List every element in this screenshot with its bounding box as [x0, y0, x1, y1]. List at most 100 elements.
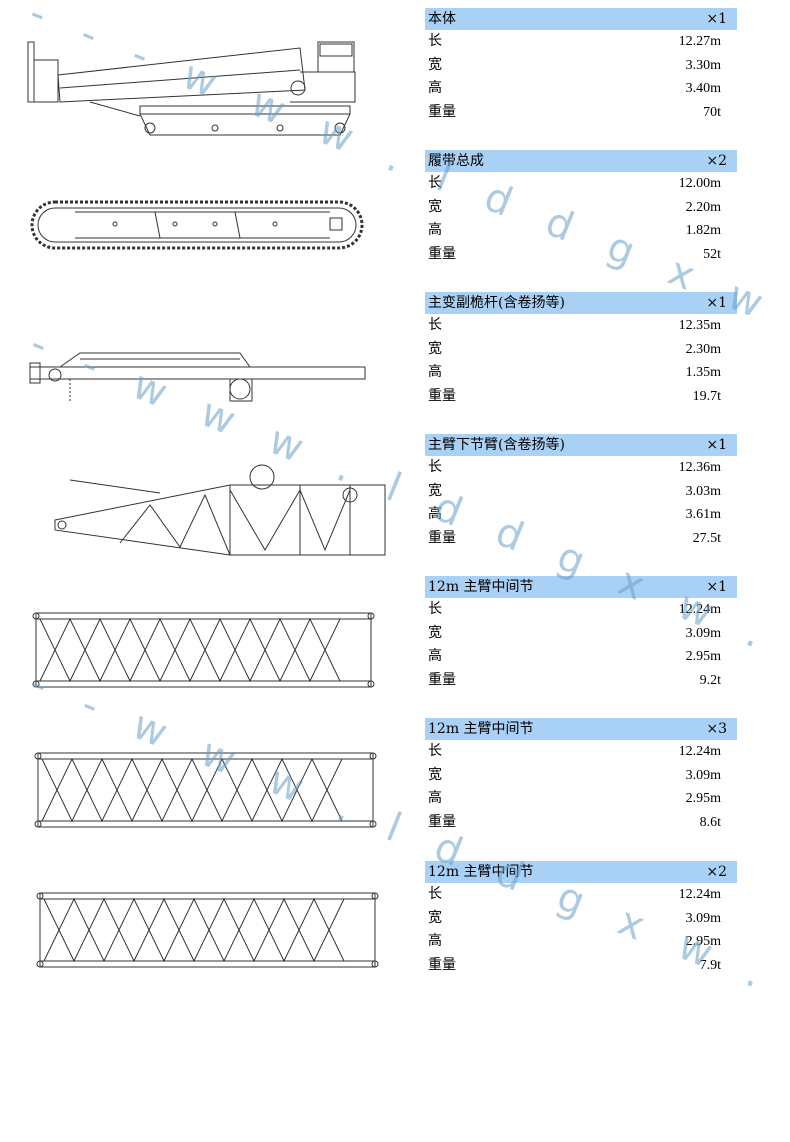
component-qty: ×1 — [706, 437, 727, 453]
component-name: 履带总成 — [428, 153, 484, 169]
spec-label: 重量 — [428, 529, 456, 546]
spec-value: 12.24m — [678, 887, 721, 902]
component-name: 主变副桅杆(含卷扬等) — [428, 295, 565, 311]
spec-label: 重量 — [428, 245, 456, 262]
spec-value: 52t — [703, 246, 721, 262]
spec-value: 2.95m — [685, 791, 721, 807]
spec-value: 12.36m — [678, 460, 721, 475]
spec-row: 高 1.35m — [425, 361, 737, 385]
spec-label: 重量 — [428, 813, 456, 830]
spec-value: 2.95m — [685, 649, 721, 665]
boom-insert-drawing — [0, 885, 410, 970]
spec-label: 长 — [428, 886, 442, 902]
spec-value: 8.6t — [699, 814, 721, 830]
spec-row: 长 12.24m — [425, 598, 737, 622]
spec-value: 3.03m — [685, 483, 721, 499]
spec-header: 12m 主臂中间节×1 — [425, 576, 737, 598]
component-qty: ×2 — [706, 153, 727, 169]
component-qty: ×1 — [706, 579, 727, 595]
spec-value: 3.09m — [685, 910, 721, 926]
spec-label: 宽 — [428, 624, 442, 641]
spec-header: 12m 主臂中间节×2 — [425, 861, 737, 883]
spec-label: 长 — [428, 317, 442, 333]
spec-value: 1.35m — [685, 365, 721, 381]
spec-value: 12.35m — [678, 318, 721, 333]
spec-value: 12.00m — [678, 176, 721, 191]
component-qty: ×1 — [706, 295, 727, 311]
spec-label: 高 — [428, 790, 442, 807]
spec-row: 高 3.61m — [425, 503, 737, 527]
lower-boom-drawing — [0, 455, 410, 565]
crane-body-drawing — [0, 30, 410, 145]
component-name: 12m 主臂中间节 — [428, 721, 534, 737]
spec-label: 宽 — [428, 909, 442, 926]
spec-label: 高 — [428, 506, 442, 523]
spec-label: 高 — [428, 364, 442, 381]
spec-row: 长 12.24m — [425, 883, 737, 907]
spec-value: 2.30m — [685, 341, 721, 357]
boom-insert-drawing — [0, 745, 410, 830]
spec-row: 高 2.95m — [425, 787, 737, 811]
spec-header: 主臂下节臂(含卷扬等) ×1 — [425, 434, 737, 456]
spec-value: 1.82m — [685, 223, 721, 239]
spec-value: 12.24m — [678, 602, 721, 617]
spec-value: 2.20m — [685, 199, 721, 215]
spec-value: 3.61m — [685, 507, 721, 523]
spec-label: 高 — [428, 648, 442, 665]
spec-row: 长 12.36m — [425, 456, 737, 480]
spec-value: 12.27m — [678, 34, 721, 49]
spec-label: 重量 — [428, 671, 456, 688]
mast-drawing — [0, 345, 410, 415]
spec-label: 重量 — [428, 103, 456, 120]
spec-row: 宽 3.03m — [425, 480, 737, 504]
spec-value: 12.24m — [678, 744, 721, 759]
spec-label: 长 — [428, 743, 442, 759]
spec-row: 重量 70t — [425, 101, 737, 125]
spec-value: 70t — [703, 104, 721, 120]
spec-label: 长 — [428, 175, 442, 191]
spec-value: 3.40m — [685, 81, 721, 97]
component-name: 主臂下节臂(含卷扬等) — [428, 437, 565, 453]
spec-value: 9.2t — [699, 672, 721, 688]
spec-value: 19.7t — [692, 388, 721, 404]
spec-row: 高 1.82m — [425, 219, 737, 243]
spec-label: 长 — [428, 33, 442, 49]
spec-value: 7.9t — [699, 957, 721, 973]
spec-value: 3.09m — [685, 767, 721, 783]
spec-row: 重量 19.7t — [425, 385, 737, 409]
spec-row: 高 2.95m — [425, 645, 737, 669]
spec-header: 主变副桅杆(含卷扬等) ×1 — [425, 292, 737, 314]
spec-label: 重量 — [428, 387, 456, 404]
spec-label: 宽 — [428, 482, 442, 499]
spec-header: 12m 主臂中间节×3 — [425, 718, 737, 740]
component-name: 12m 主臂中间节 — [428, 864, 534, 880]
spec-label: 重量 — [428, 956, 456, 973]
spec-header: 履带总成 ×2 — [425, 150, 737, 172]
spec-label: 高 — [428, 80, 442, 97]
spec-label: 宽 — [428, 340, 442, 357]
spec-row: 宽 3.09m — [425, 907, 737, 931]
spec-label: 长 — [428, 459, 442, 475]
spec-value: 2.95m — [685, 934, 721, 950]
spec-row: 重量 9.2t — [425, 669, 737, 693]
spec-label: 宽 — [428, 56, 442, 73]
spec-row: 长 12.00m — [425, 172, 737, 196]
spec-label: 高 — [428, 222, 442, 239]
spec-label: 长 — [428, 601, 442, 617]
spec-row: 宽 2.30m — [425, 338, 737, 362]
component-name: 本体 — [428, 11, 456, 27]
component-qty: ×1 — [706, 11, 727, 27]
spec-table: 主变副桅杆(含卷扬等) ×1 长 12.35m 宽 2.30m 高 1.35m 重量 19… — [425, 292, 737, 408]
spec-row: 高 3.40m — [425, 77, 737, 101]
spec-row: 长 12.24m — [425, 740, 737, 764]
